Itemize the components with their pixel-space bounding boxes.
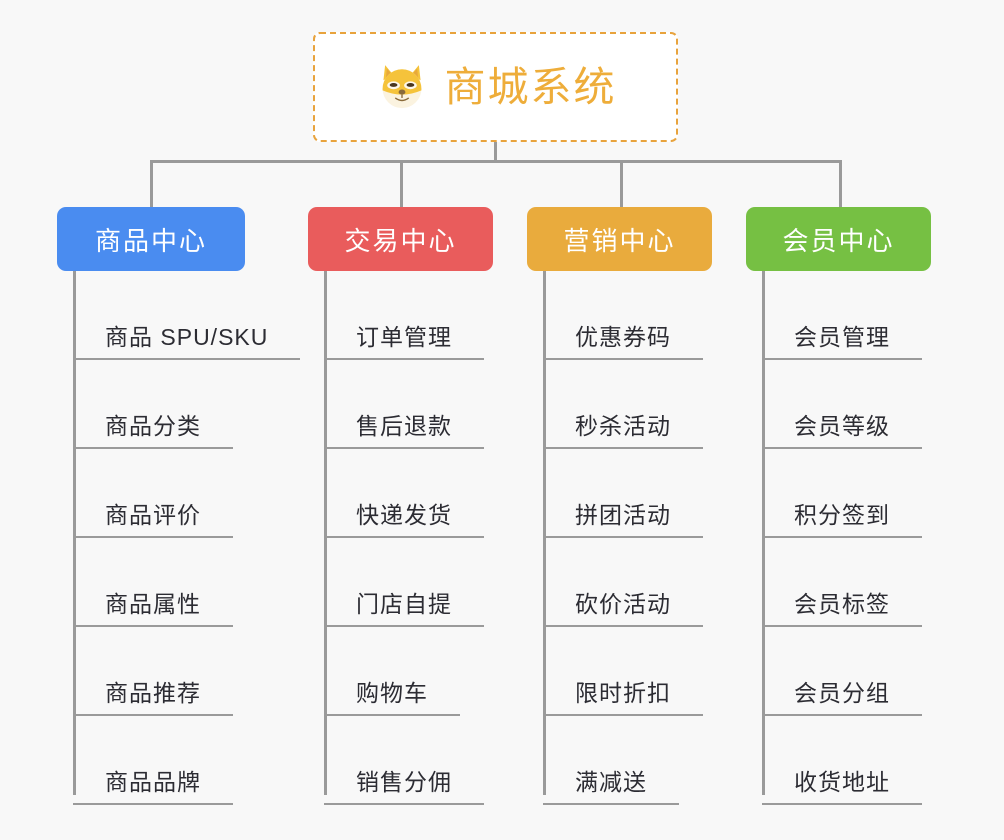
leaf-item[interactable]: 购物车 bbox=[308, 627, 493, 716]
leaf-label: 商品推荐 bbox=[73, 682, 233, 716]
leaf-label: 商品评价 bbox=[73, 504, 233, 538]
leaf-label: 积分签到 bbox=[762, 504, 922, 538]
leaf-item[interactable]: 商品 SPU/SKU bbox=[57, 271, 301, 360]
branch-stem-product-center bbox=[73, 271, 76, 795]
leaf-item[interactable]: 会员标签 bbox=[746, 538, 931, 627]
leaf-label: 快递发货 bbox=[324, 504, 484, 538]
leaf-list-marketing-center: 优惠券码 秒杀活动 拼团活动 砍价活动 限时折扣 满减送 bbox=[527, 271, 712, 805]
branch-header-trade-center[interactable]: 交易中心 bbox=[308, 207, 493, 271]
leaf-item[interactable]: 优惠券码 bbox=[527, 271, 712, 360]
leaf-item[interactable]: 砍价活动 bbox=[527, 538, 712, 627]
leaf-item[interactable]: 收货地址 bbox=[746, 716, 931, 805]
leaf-label: 会员标签 bbox=[762, 593, 922, 627]
leaf-list-product-center: 商品 SPU/SKU 商品分类 商品评价 商品属性 商品推荐 商品品牌 bbox=[57, 271, 301, 805]
leaf-label: 商品分类 bbox=[73, 415, 233, 449]
connector-drop-4 bbox=[839, 160, 842, 208]
leaf-item[interactable]: 销售分佣 bbox=[308, 716, 493, 805]
leaf-item[interactable]: 限时折扣 bbox=[527, 627, 712, 716]
branch-trade-center: 交易中心 订单管理 售后退款 快递发货 门店自提 购物车 销售分佣 bbox=[308, 207, 493, 805]
leaf-item[interactable]: 积分签到 bbox=[746, 449, 931, 538]
leaf-item[interactable]: 会员等级 bbox=[746, 360, 931, 449]
leaf-label: 商品属性 bbox=[73, 593, 233, 627]
leaf-label: 满减送 bbox=[543, 771, 679, 805]
dog-face-icon bbox=[382, 65, 421, 109]
connector-drop-1 bbox=[150, 160, 153, 208]
leaf-label: 会员等级 bbox=[762, 415, 922, 449]
leaf-item[interactable]: 商品属性 bbox=[57, 538, 245, 627]
leaf-label: 拼团活动 bbox=[543, 504, 703, 538]
leaf-item[interactable]: 会员分组 bbox=[746, 627, 931, 716]
leaf-label: 秒杀活动 bbox=[543, 415, 703, 449]
leaf-label: 购物车 bbox=[324, 682, 460, 716]
branch-stem-marketing-center bbox=[543, 271, 546, 795]
branch-product-center: 商品中心 商品 SPU/SKU 商品分类 商品评价 商品属性 商品推荐 商品品牌 bbox=[57, 207, 301, 805]
connector-root-stem bbox=[494, 142, 497, 162]
connector-bus bbox=[151, 160, 841, 163]
leaf-item[interactable]: 快递发货 bbox=[308, 449, 493, 538]
branch-member-center: 会员中心 会员管理 会员等级 积分签到 会员标签 会员分组 收货地址 bbox=[746, 207, 931, 805]
branch-header-member-center[interactable]: 会员中心 bbox=[746, 207, 931, 271]
leaf-item[interactable]: 售后退款 bbox=[308, 360, 493, 449]
leaf-label: 商品品牌 bbox=[73, 771, 233, 805]
connector-drop-2 bbox=[400, 160, 403, 208]
leaf-label: 限时折扣 bbox=[543, 682, 703, 716]
leaf-item[interactable]: 商品品牌 bbox=[57, 716, 245, 805]
leaf-label: 会员分组 bbox=[762, 682, 922, 716]
leaf-label: 售后退款 bbox=[324, 415, 484, 449]
branch-marketing-center: 营销中心 优惠券码 秒杀活动 拼团活动 砍价活动 限时折扣 满减送 bbox=[527, 207, 712, 805]
leaf-label: 收货地址 bbox=[762, 771, 922, 805]
branch-label: 交易中心 bbox=[344, 225, 457, 256]
leaf-item[interactable]: 商品推荐 bbox=[57, 627, 245, 716]
branch-stem-member-center bbox=[762, 271, 765, 795]
leaf-label: 门店自提 bbox=[324, 593, 484, 627]
leaf-list-trade-center: 订单管理 售后退款 快递发货 门店自提 购物车 销售分佣 bbox=[308, 271, 493, 805]
leaf-item[interactable]: 门店自提 bbox=[308, 538, 493, 627]
leaf-item[interactable]: 秒杀活动 bbox=[527, 360, 712, 449]
branch-label: 会员中心 bbox=[782, 225, 895, 256]
leaf-item[interactable]: 订单管理 bbox=[308, 271, 493, 360]
leaf-label: 订单管理 bbox=[324, 326, 484, 360]
leaf-label: 优惠券码 bbox=[543, 326, 703, 360]
leaf-label: 销售分佣 bbox=[324, 771, 484, 805]
leaf-label: 商品 SPU/SKU bbox=[73, 326, 301, 360]
branch-stem-trade-center bbox=[324, 271, 327, 795]
root-node[interactable]: 商城系统 bbox=[313, 32, 678, 142]
branch-header-marketing-center[interactable]: 营销中心 bbox=[527, 207, 712, 271]
branch-label: 商品中心 bbox=[94, 225, 207, 256]
leaf-item[interactable]: 拼团活动 bbox=[527, 449, 712, 538]
leaf-label: 会员管理 bbox=[762, 326, 922, 360]
leaf-label: 砍价活动 bbox=[543, 593, 703, 627]
branch-header-product-center[interactable]: 商品中心 bbox=[57, 207, 245, 271]
root-title: 商城系统 bbox=[444, 63, 617, 110]
connector-drop-3 bbox=[620, 160, 623, 208]
leaf-item[interactable]: 满减送 bbox=[527, 716, 712, 805]
branch-label: 营销中心 bbox=[563, 225, 676, 256]
leaf-item[interactable]: 会员管理 bbox=[746, 271, 931, 360]
leaf-item[interactable]: 商品评价 bbox=[57, 449, 245, 538]
leaf-list-member-center: 会员管理 会员等级 积分签到 会员标签 会员分组 收货地址 bbox=[746, 271, 931, 805]
leaf-item[interactable]: 商品分类 bbox=[57, 360, 245, 449]
